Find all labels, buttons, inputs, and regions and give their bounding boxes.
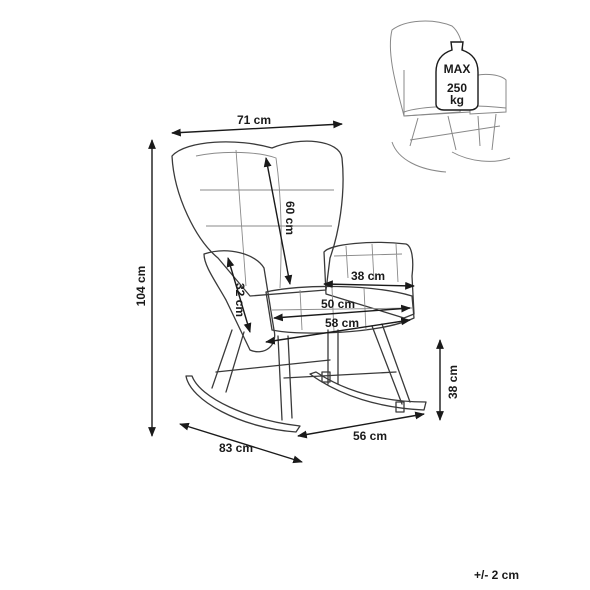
main-chair	[171, 140, 427, 433]
armrest-depth-label: 38 cm	[351, 269, 385, 283]
seat-width-line	[273, 304, 411, 322]
armrest-depth-line	[323, 280, 415, 290]
seat-width-label: 50 cm	[321, 297, 355, 311]
max-load-line3: kg	[450, 93, 464, 107]
seat-depth-line	[265, 317, 411, 345]
dimension-lines	[148, 120, 444, 464]
max-load-line2: 250	[447, 81, 467, 95]
depth-label: 83 cm	[219, 441, 253, 455]
height-label: 104 cm	[134, 266, 148, 307]
base-length-label: 56 cm	[353, 429, 387, 443]
depth-line	[179, 422, 303, 464]
base-length-line	[297, 411, 425, 439]
max-load-tag: MAX 250 kg	[435, 41, 479, 111]
width-label: 71 cm	[237, 113, 271, 127]
back-height-label: 60 cm	[283, 201, 297, 235]
armrest-height-label: 32 cm	[233, 283, 247, 317]
back-height-line	[263, 157, 293, 285]
width-line	[171, 120, 343, 137]
seat-height-label: 38 cm	[446, 365, 460, 399]
tolerance-note: +/- 2 cm	[474, 568, 520, 582]
max-load-line1: MAX	[444, 62, 471, 76]
dimension-labels: 71 cm 104 cm 60 cm 32 cm 38 cm 50 cm 58 …	[134, 113, 460, 455]
armrest-height-line	[226, 257, 252, 333]
seat-depth-label: 58 cm	[325, 316, 359, 330]
